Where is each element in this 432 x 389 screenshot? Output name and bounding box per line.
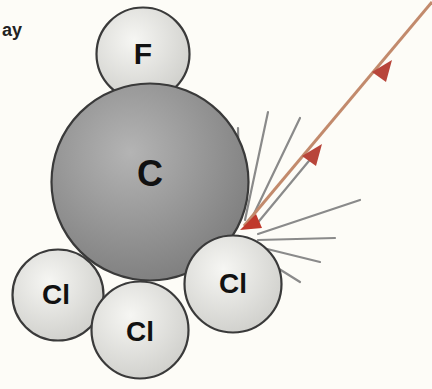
ray-line [244, 2, 432, 226]
atom-circle [13, 250, 104, 341]
burst-line [258, 238, 335, 240]
chlorine-atom: Cl [183, 234, 283, 334]
atom-symbol: C [137, 156, 163, 192]
atom-symbol: Cl [126, 318, 154, 346]
ray-label: ay [2, 20, 22, 41]
ray-arrowhead [372, 60, 392, 82]
burst-line [258, 200, 360, 234]
atom-circle [92, 282, 189, 379]
burst-line [255, 150, 318, 226]
ray-arrowhead [302, 144, 322, 166]
uv-ray-arrow [240, 2, 432, 230]
atom-symbol: Cl [42, 281, 70, 309]
atom-circle [185, 236, 282, 333]
atom-symbol: Cl [219, 270, 247, 298]
atom-symbol: F [134, 39, 152, 69]
chlorine-atom: Cl [90, 280, 190, 380]
